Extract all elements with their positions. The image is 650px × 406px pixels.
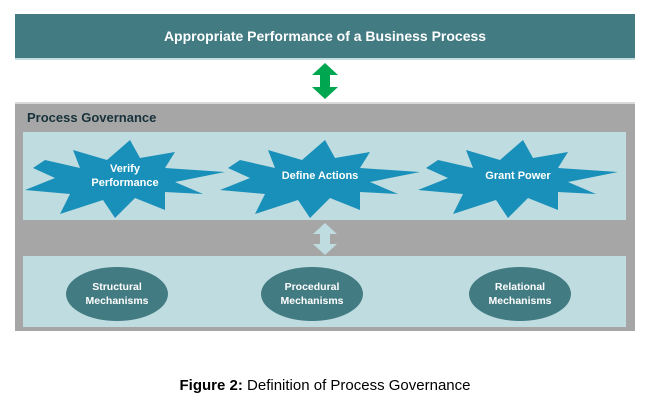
starburst-shape [220,140,420,218]
mechanism-relational: Relational Mechanisms [469,267,571,321]
figure-caption-label: Figure 2: [179,377,243,394]
action-label: Define Actions [281,170,359,182]
business-process-header: Appropriate Performance of a Business Pr… [15,14,635,60]
header-title: Appropriate Performance of a Business Pr… [163,28,487,44]
governance-actions-panel: Verify Performance Define Actions Grant … [23,132,626,220]
starburst-shape [418,140,618,218]
action-label: Grant Power [485,170,551,182]
figure-caption-text: Definition of Process Governance [242,377,471,394]
starburst-shape [25,140,225,218]
mechanism-procedural: Procedural Mechanisms [261,267,363,321]
action-label: Verify Performance [91,163,159,189]
double-arrow-vertical-icon [312,63,338,99]
double-arrow-vertical-icon [313,223,337,255]
governance-mechanisms-panel: Structural Mechanisms Procedural Mechani… [23,256,626,327]
action-burst-grant-power: Grant Power [418,132,618,220]
mechanism-structural: Structural Mechanisms [66,267,168,321]
process-governance-box: Process Governance Verify Performance De… [15,102,635,331]
action-burst-verify-performance: Verify Performance [25,132,225,220]
action-burst-define-actions: Define Actions [220,132,420,220]
process-governance-title: Process Governance [27,110,157,125]
figure-caption: Figure 2: Definition of Process Governan… [0,377,650,394]
